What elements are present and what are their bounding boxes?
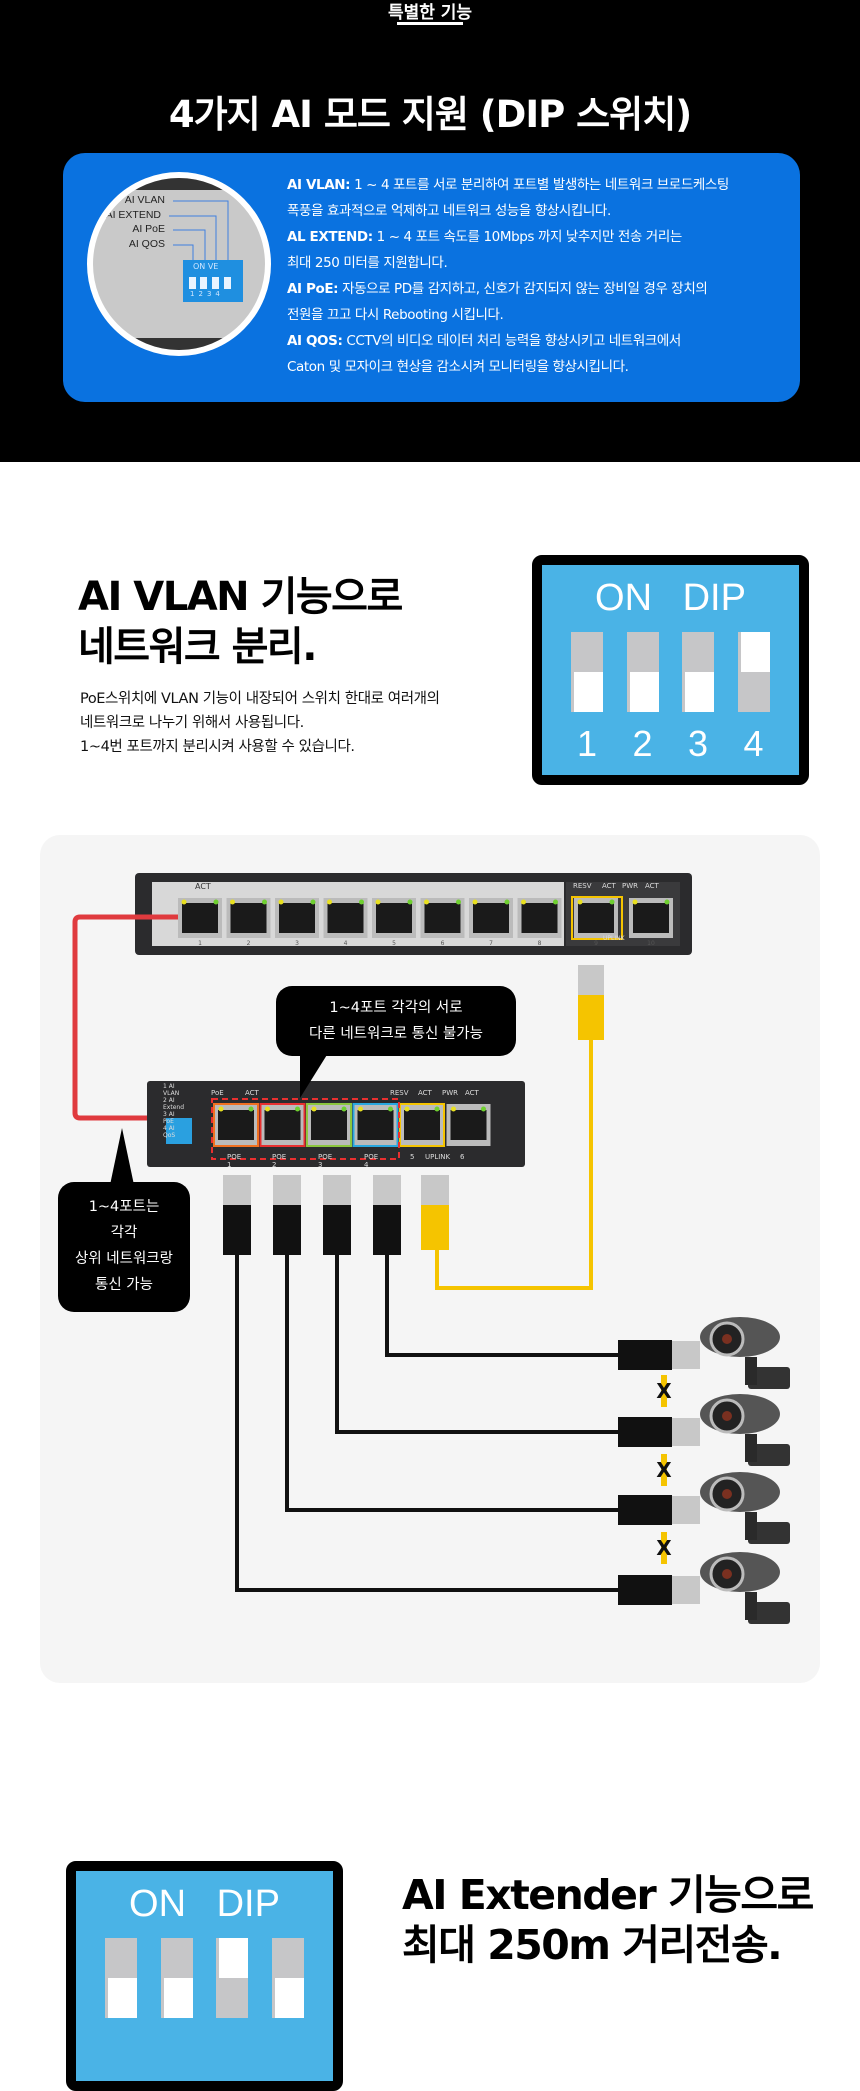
- port-5: 5: [372, 898, 416, 947]
- poe-port-1: [213, 1103, 259, 1147]
- svg-text:6: 6: [441, 940, 445, 947]
- feature-qos: AI QOS: CCTV의 비디오 데이터 처리 능력을 향상시키고 네트워크에…: [287, 333, 681, 375]
- dip-switch-extender: ON DIP: [66, 1861, 343, 2091]
- page-title: 4가지 AI 모드 지원 (DIP 스위치): [168, 93, 692, 136]
- leader-lines: [169, 200, 243, 302]
- dip-switch-photo: AI VLAN AI EXTEND AI PoE AI QOS ON VE 12…: [87, 172, 271, 356]
- dip-switch-1: [105, 1938, 137, 2018]
- dip-switch-3: [682, 632, 714, 712]
- svg-text:X: X: [656, 1536, 672, 1560]
- blocked-mark: X: [656, 1454, 672, 1486]
- kicker-underline: [397, 22, 463, 25]
- port-2: 2: [226, 898, 271, 947]
- dip-switch-2: [626, 632, 659, 712]
- svg-text:2: 2: [247, 940, 251, 947]
- dip-switch-2: [160, 1938, 193, 2018]
- poe-cable-4: [373, 1175, 620, 1357]
- svg-text:7: 7: [489, 940, 493, 947]
- poe-port-3: [306, 1103, 352, 1147]
- svg-text:4: 4: [344, 940, 348, 947]
- dip-label: AI VLAN: [124, 194, 165, 206]
- yellow-cable: [435, 1040, 593, 1290]
- blocked-mark: X: [656, 1532, 672, 1564]
- svg-text:3: 3: [295, 940, 299, 947]
- port-4: 4: [323, 898, 368, 947]
- network-diagram: 1 2 3 4 5 6 7 8 9 10 X X X: [72, 873, 790, 1624]
- camera-1: [618, 1552, 790, 1624]
- poe-cable-1: [223, 1175, 620, 1592]
- uplink-cable: [72, 914, 215, 1121]
- section-kicker: 특별한 기능: [387, 3, 473, 23]
- port-9: 9: [574, 898, 618, 947]
- dip-switch-1: [571, 632, 603, 712]
- dip-numbers: 1234: [190, 290, 224, 298]
- svg-text:8: 8: [538, 940, 542, 947]
- svg-text:1: 1: [198, 940, 202, 947]
- poe-cable-2: [273, 1175, 620, 1512]
- poe-port-2: [259, 1103, 306, 1147]
- camera-4: [618, 1317, 790, 1389]
- svg-text:5: 5: [392, 940, 396, 947]
- svg-text:X: X: [656, 1379, 672, 1403]
- port-6: 6: [420, 898, 465, 947]
- dip-number: 1: [576, 723, 598, 764]
- dip-label: AI PoE: [132, 223, 165, 235]
- dip-number: 3: [687, 723, 709, 764]
- feature-vlan: AI VLAN: 1 ~ 4 포트를 서로 분리하여 포트별 발생하는 네트워크…: [287, 177, 729, 219]
- camera-2: [618, 1472, 790, 1544]
- dip-on-label: ON VE: [193, 262, 219, 271]
- dip-title: ON DIP: [129, 1883, 280, 1925]
- port-7: 7: [469, 898, 513, 947]
- port-3: 3: [275, 898, 319, 947]
- port-8: 8: [517, 898, 562, 947]
- poe-port-4: [352, 1103, 399, 1147]
- dip-number: 2: [632, 723, 653, 764]
- camera-3: [618, 1394, 790, 1466]
- dip-switch-3: [216, 1938, 248, 2018]
- poe-port-5: [399, 1103, 445, 1147]
- dip-number: 4: [743, 723, 764, 764]
- dip-switch-4: [271, 1938, 304, 2018]
- poe-cable-3: [323, 1175, 620, 1434]
- dip-title: ON DIP: [595, 577, 746, 619]
- dip-label: AI EXTEND: [105, 209, 161, 221]
- dip-label: AI QOS: [128, 238, 165, 250]
- feature-poe: AI PoE: 자동으로 PD를 감지하고, 신호가 감지되지 않는 장비일 경…: [287, 281, 708, 323]
- feature-list: AI VLAN: 1 ~ 4 포트를 서로 분리하여 포트별 발생하는 네트워크…: [287, 172, 797, 380]
- dip-switch-4: [737, 632, 770, 712]
- blocked-mark: X: [656, 1375, 672, 1407]
- port-10: 10: [629, 898, 673, 947]
- svg-text:X: X: [656, 1458, 672, 1482]
- svg-text:9: 9: [594, 940, 598, 947]
- port-1: 1: [178, 898, 222, 947]
- svg-text:10: 10: [647, 940, 655, 947]
- poe-port-6: [446, 1104, 491, 1146]
- feature-extend: AL EXTEND: 1 ~ 4 포트 속도를 10Mbps 까지 낮추지만 전…: [287, 229, 682, 271]
